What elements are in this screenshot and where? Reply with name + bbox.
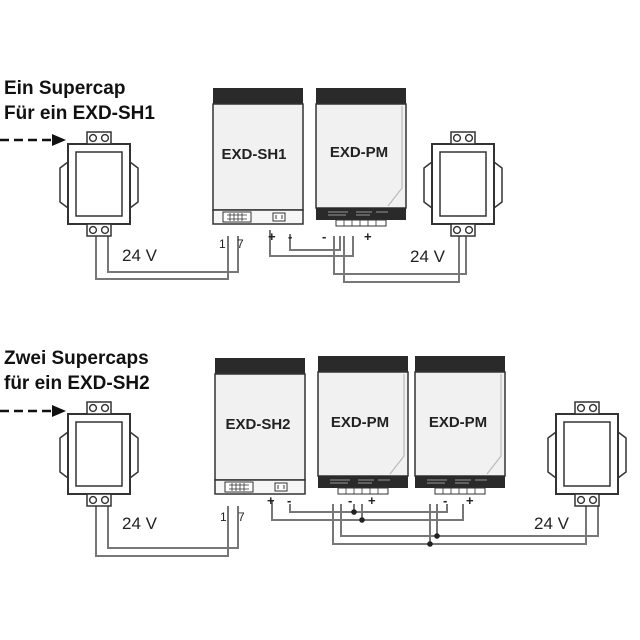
bottom-right-power-supply: [547, 401, 627, 507]
top-diagram: EXD-SH1 EXD-PM 24 V 24 V 1 7 + - - +: [0, 87, 503, 283]
top-terminal-1: 1: [219, 237, 226, 251]
top-wiring: [95, 230, 467, 283]
top-module-plus: +: [364, 229, 372, 244]
bottom-module1-minus: -: [348, 493, 352, 508]
bottom-controller-label: EXD-SH2: [225, 416, 290, 433]
top-controller-label: EXD-SH1: [221, 146, 286, 163]
bottom-controller-plus: +: [267, 493, 275, 508]
bottom-terminal-7: 7: [238, 510, 245, 524]
top-terminal-7: 7: [237, 237, 244, 251]
top-right-power-supply: [423, 131, 503, 237]
top-controller-plus: +: [268, 229, 276, 244]
bottom-module2-label: EXD-PM: [429, 414, 487, 431]
top-right-voltage: 24 V: [410, 247, 446, 266]
bottom-module1-plus: +: [368, 493, 376, 508]
bottom-left-power-supply: [59, 401, 139, 507]
bottom-diagram: EXD-SH2 EXD-PM EXD-PM 24 V 24 V 1 7 + - …: [0, 355, 627, 557]
bottom-heading-line1: Zwei Supercaps: [4, 348, 149, 369]
bottom-module1-label: EXD-PM: [331, 414, 389, 431]
top-heading-line1: Ein Supercap: [4, 78, 126, 99]
bottom-controller-minus: -: [287, 493, 291, 508]
bottom-left-voltage: 24 V: [122, 514, 158, 533]
bottom-heading-line2: für ein EXD-SH2: [4, 373, 150, 394]
bottom-right-voltage: 24 V: [534, 514, 570, 533]
bottom-wiring: [95, 500, 599, 557]
top-left-voltage: 24 V: [122, 246, 158, 265]
top-input-arrow-icon: [0, 132, 68, 148]
top-heading-line2: Für ein EXD-SH1: [4, 103, 155, 124]
bottom-module2-plus: +: [466, 493, 474, 508]
bottom-terminal-1: 1: [220, 510, 227, 524]
top-heading: Ein Supercap Für ein EXD-SH1: [4, 76, 155, 126]
top-left-power-supply: [59, 131, 139, 237]
top-module-minus: -: [322, 229, 326, 244]
top-controller-minus: -: [288, 229, 292, 244]
bottom-junction-dots: [351, 509, 440, 547]
bottom-heading: Zwei Supercaps für ein EXD-SH2: [4, 346, 150, 396]
top-module-label: EXD-PM: [330, 144, 388, 161]
bottom-input-arrow-icon: [0, 403, 68, 419]
bottom-module2-minus: -: [443, 493, 447, 508]
